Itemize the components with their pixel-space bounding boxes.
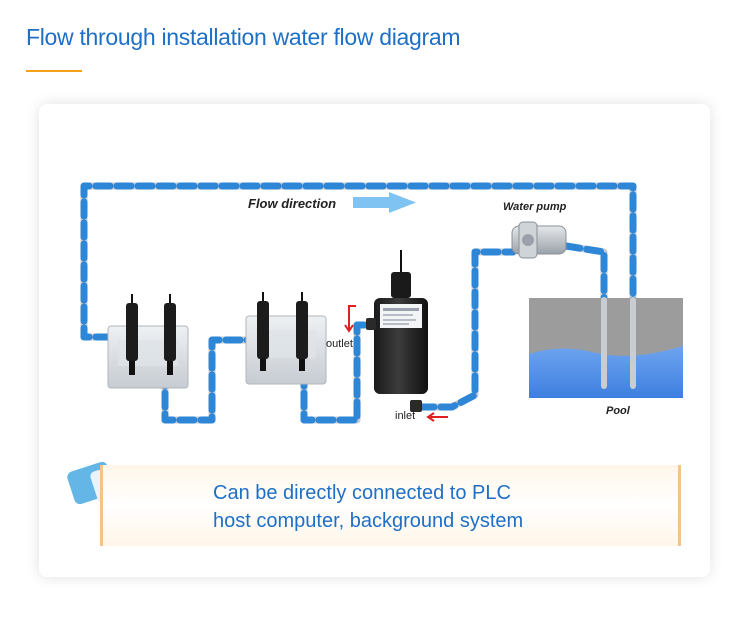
water-pump-label: Water pump	[503, 201, 567, 213]
sensor-panel-1	[107, 294, 189, 389]
page-title: Flow through installation water flow dia…	[26, 24, 461, 50]
water-pump	[511, 221, 567, 259]
outlet-label: outlet	[326, 338, 353, 350]
note-line-1: Can be directly connected to PLC	[213, 482, 511, 504]
inlet-label: inlet	[395, 410, 416, 422]
note-line-2: host computer, background system	[213, 510, 524, 532]
red-arrow-icon	[344, 305, 448, 422]
sensor-panel-2	[245, 292, 327, 385]
flow-direction-label: Flow direction	[248, 196, 337, 211]
title-underline	[26, 70, 82, 72]
filter-housing	[366, 250, 428, 412]
flow-arrow-icon	[353, 192, 416, 213]
pool-label: Pool	[606, 405, 630, 417]
note-banner	[100, 465, 681, 546]
pool	[529, 297, 683, 398]
